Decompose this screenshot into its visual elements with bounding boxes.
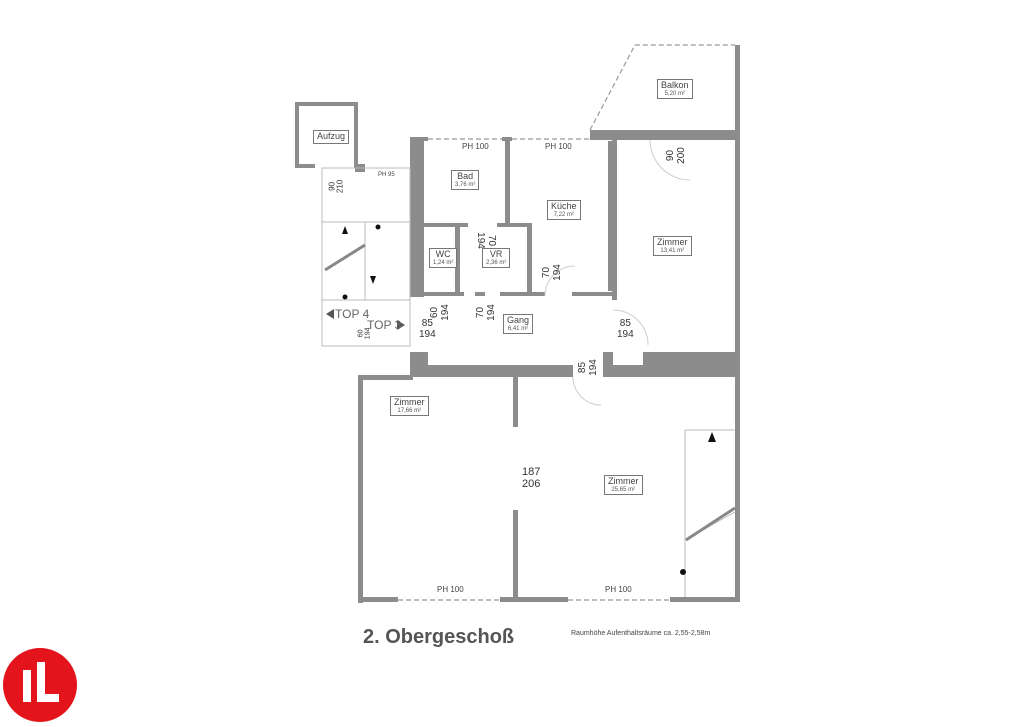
door-width: 85 xyxy=(576,361,588,374)
door-height: 194 xyxy=(587,359,599,376)
door-height: 194 xyxy=(551,264,563,281)
room-name: Zimmer xyxy=(657,237,688,247)
room-name: Bad xyxy=(457,171,474,181)
door-width: 70 xyxy=(540,266,552,279)
opening-width: 187 xyxy=(522,466,541,478)
door-height: 194 xyxy=(419,328,436,340)
windows xyxy=(398,44,735,601)
parapet-label: PH 100 xyxy=(462,142,489,151)
parapet-label: PH 95 xyxy=(378,172,395,178)
room-area: 13,41 m² xyxy=(660,247,685,254)
unit-label-top4: TOP 4 xyxy=(335,307,370,321)
room-area: 2,36 m² xyxy=(486,259,507,266)
room-name: Aufzug xyxy=(317,131,346,141)
room-name: Küche xyxy=(551,201,577,211)
room-area: 17,66 m² xyxy=(397,407,422,414)
walls xyxy=(295,45,740,603)
parapet-label: PH 100 xyxy=(605,585,632,594)
door-width: 85 xyxy=(619,318,631,329)
ceiling-height-note: Raumhöhe Aufenthaltsräume ca. 2,55-2,58m xyxy=(571,630,711,637)
room-name: Gang xyxy=(507,315,530,325)
parapet-label: PH 100 xyxy=(437,585,464,594)
door-height: 200 xyxy=(675,147,687,164)
door-width: 70 xyxy=(474,306,486,319)
room-label-aufzug: Aufzug xyxy=(313,130,350,144)
opening-height: 206 xyxy=(522,477,541,490)
room-area: 5,20 m² xyxy=(664,90,685,97)
floor-title: 2. Obergeschoß xyxy=(363,626,515,648)
company-logo xyxy=(3,648,77,722)
room-name: Balkon xyxy=(661,80,689,90)
stairs xyxy=(321,167,736,597)
door-height: 194 xyxy=(617,328,634,340)
room-name: Zimmer xyxy=(608,476,639,486)
door-swings xyxy=(544,139,691,406)
door-height: 194 xyxy=(364,327,372,340)
room-area: 25,65 m² xyxy=(611,486,636,493)
room-area: 3,76 m² xyxy=(455,181,476,188)
room-name: Zimmer xyxy=(394,397,425,407)
door-height: 194 xyxy=(439,304,451,321)
room-area: 1,24 m² xyxy=(433,259,454,266)
room-name: WC xyxy=(435,249,451,259)
door-width: 70 xyxy=(485,234,497,247)
door-height: 194 xyxy=(475,232,487,249)
parapet-label: PH 100 xyxy=(545,142,572,151)
door-width: 90 xyxy=(664,149,676,162)
stair-markers xyxy=(326,224,716,575)
room-area: 6,41 m² xyxy=(507,325,529,332)
room-area: 7,22 m² xyxy=(553,211,574,218)
door-width: 60 xyxy=(357,329,365,338)
door-width: 60 xyxy=(428,306,440,319)
logo-mark-icon xyxy=(23,662,59,702)
room-name: VR xyxy=(489,249,503,259)
door-width: 85 xyxy=(421,318,433,329)
door-height: 210 xyxy=(335,179,345,194)
unit-label-top3: TOP 3 xyxy=(367,318,402,332)
door-height: 194 xyxy=(485,304,497,321)
